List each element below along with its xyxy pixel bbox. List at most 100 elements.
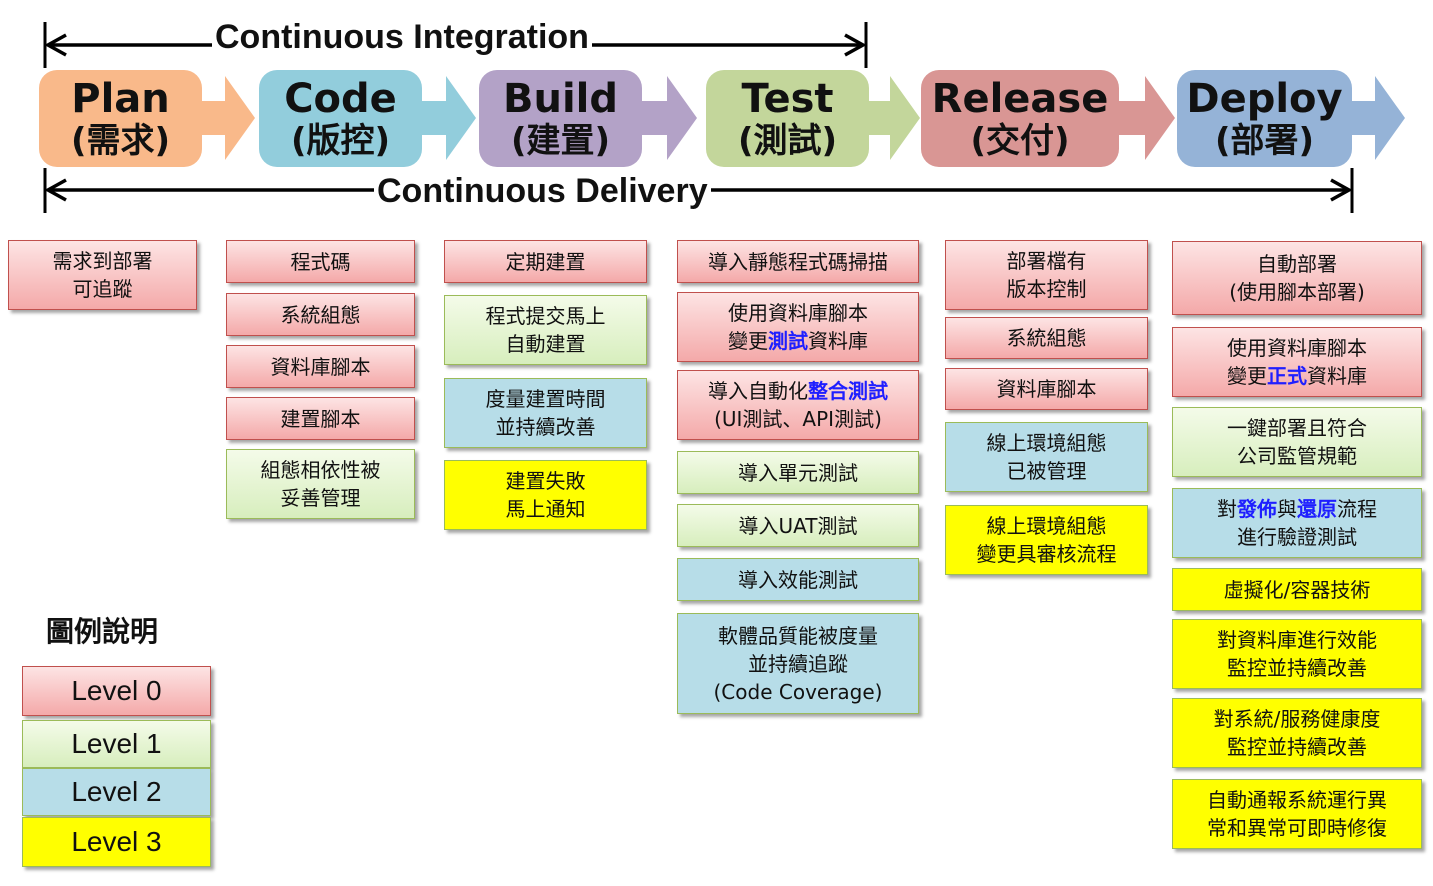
practice-line: 建置腳本 xyxy=(280,406,361,431)
practice-line: 自動建置 xyxy=(505,332,586,356)
highlight-text: 正式 xyxy=(1267,364,1307,388)
practice-line: 可追蹤 xyxy=(72,277,133,301)
practice-box: 自動部署 (使用腳本部署) xyxy=(1172,241,1422,315)
practice-line: 度量建置時間 xyxy=(485,387,606,411)
legend-level-0: Level 0 xyxy=(22,666,211,716)
practice-box: 對發佈與還原流程進行驗證測試 xyxy=(1172,488,1422,558)
practice-box: 系統組態 xyxy=(226,293,415,336)
practice-line: 已被管理 xyxy=(1006,459,1087,483)
practice-line: 變更具審核流程 xyxy=(976,542,1117,566)
practice-box: 線上環境組態變更具審核流程 xyxy=(945,505,1148,575)
practice-box: 使用資料庫腳本變更正式資料庫 xyxy=(1172,327,1422,397)
practice-box: 程式碼 xyxy=(226,240,415,283)
practice-line: 系統組態 xyxy=(280,302,361,327)
phase-code-title: Code xyxy=(284,75,397,122)
practice-line: 進行驗證測試 xyxy=(1237,525,1357,549)
practice-box: 導入單元測試 xyxy=(677,451,919,494)
practice-box: 建置失敗馬上通知 xyxy=(444,460,647,530)
practice-line: 線上環境組態 xyxy=(986,431,1107,455)
practice-line: 部署檔有 xyxy=(1006,249,1087,273)
practice-line: 對系統/服務健康度 xyxy=(1213,707,1381,731)
legend-level-2: Level 2 xyxy=(22,768,211,816)
phase-deploy-title: Deploy xyxy=(1186,75,1343,122)
practice-line: 使用資料庫腳本 xyxy=(728,301,868,325)
highlight-text: 整合測試 xyxy=(808,379,888,403)
practice-line: (使用腳本部署) xyxy=(1229,280,1365,304)
practice-line: 導入UAT測試 xyxy=(738,513,858,538)
phase-release: Release (交付) xyxy=(921,70,1119,167)
highlight-text: 發佈 xyxy=(1237,497,1277,521)
legend-level-1: Level 1 xyxy=(22,720,211,768)
practice-box: 軟體品質能被度量並持續追蹤 (Code Coverage) xyxy=(677,613,919,714)
practice-line: 監控並持續改善 xyxy=(1227,656,1367,680)
practice-box: 程式提交馬上自動建置 xyxy=(444,295,647,365)
practice-line: 公司監管規範 xyxy=(1237,444,1357,468)
phase-arrow-test xyxy=(865,76,920,160)
practice-line: 馬上通知 xyxy=(505,497,586,521)
phase-arrow-build xyxy=(638,76,697,160)
practice-box: 度量建置時間並持續改善 xyxy=(444,378,647,448)
practice-box: 資料庫腳本 xyxy=(945,368,1148,410)
practice-line: 並持續追蹤 xyxy=(748,651,848,676)
practice-box: 建置腳本 xyxy=(226,397,415,440)
practice-line: 資料庫腳本 xyxy=(996,377,1097,401)
phase-arrow-plan xyxy=(198,76,255,160)
phase-release-subtitle: (交付) xyxy=(970,120,1070,161)
practice-line: 常和異常可即時修復 xyxy=(1207,816,1387,840)
highlight-text: 還原 xyxy=(1297,497,1337,521)
legend-title: 圖例說明 xyxy=(46,615,159,648)
phase-build-subtitle: (建置) xyxy=(510,120,611,161)
phase-test-subtitle: (測試) xyxy=(737,120,838,161)
practice-box: 使用資料庫腳本變更測試資料庫 xyxy=(677,292,919,362)
practice-box: 組態相依性被妥善管理 xyxy=(226,449,415,519)
practice-line: 並持續改善 xyxy=(495,415,596,439)
practice-line: 程式碼 xyxy=(290,249,351,274)
legend-level-3: Level 3 xyxy=(22,817,211,867)
phase-build: Build (建置) xyxy=(479,70,642,167)
practice-box: 系統組態 xyxy=(945,317,1148,359)
practice-line: 線上環境組態 xyxy=(986,514,1107,538)
phase-build-title: Build xyxy=(502,75,619,122)
practice-line: 監控並持續改善 xyxy=(1227,735,1367,759)
phase-arrow-deploy xyxy=(1348,76,1405,160)
practice-line: 虛擬化/容器技術 xyxy=(1223,577,1371,602)
practice-line: 需求到部署 xyxy=(52,249,153,273)
phase-test-title: Test xyxy=(741,75,834,122)
practice-line: 變更正式資料庫 xyxy=(1227,364,1367,388)
practice-box: 導入靜態程式碼掃描 xyxy=(677,240,919,283)
phase-plan-subtitle: (需求) xyxy=(70,120,171,161)
practice-box: 導入自動化整合測試 (UI測試、API測試) xyxy=(677,370,919,440)
practice-box: 一鍵部署且符合公司監管規範 xyxy=(1172,407,1422,477)
phase-arrow-release xyxy=(1115,76,1175,160)
practice-line: (UI測試、API測試) xyxy=(714,407,882,431)
practice-line: 導入單元測試 xyxy=(738,460,858,485)
phase-release-title: Release xyxy=(931,75,1109,122)
practice-box: 線上環境組態已被管理 xyxy=(945,422,1148,492)
practice-line: 對發佈與還原流程 xyxy=(1217,497,1377,521)
practice-box: 虛擬化/容器技術 xyxy=(1172,568,1422,611)
phase-code: Code (版控) xyxy=(259,70,422,167)
practice-line: 對資料庫進行效能 xyxy=(1217,628,1377,652)
phase-test: Test (測試) xyxy=(706,70,869,167)
continuous-integration-label: Continuous Integration xyxy=(212,20,592,54)
practice-line: 軟體品質能被度量 xyxy=(718,623,878,648)
practice-line: 導入效能測試 xyxy=(738,567,858,592)
practice-line: 變更測試資料庫 xyxy=(728,329,868,353)
practice-line: 系統組態 xyxy=(1006,326,1087,350)
practice-line: 版本控制 xyxy=(1006,277,1087,301)
practice-line: 定期建置 xyxy=(505,249,586,274)
practice-line: 妥善管理 xyxy=(280,486,361,510)
practice-box: 自動通報系統運行異常和異常可即時修復 xyxy=(1172,779,1422,849)
practice-box: 資料庫腳本 xyxy=(226,345,415,388)
practice-box: 對資料庫進行效能監控並持續改善 xyxy=(1172,619,1422,689)
continuous-delivery-label: Continuous Delivery xyxy=(374,174,711,208)
practice-box: 導入UAT測試 xyxy=(677,504,919,547)
practice-line: (Code Coverage) xyxy=(713,679,883,704)
practice-box: 定期建置 xyxy=(444,240,647,283)
practice-line: 導入自動化整合測試 xyxy=(708,379,888,403)
phase-plan-title: Plan xyxy=(71,75,170,122)
practice-line: 程式提交馬上 xyxy=(485,304,606,328)
practice-line: 自動部署 xyxy=(1257,252,1337,276)
practice-line: 導入靜態程式碼掃描 xyxy=(708,249,888,274)
practice-line: 使用資料庫腳本 xyxy=(1227,336,1367,360)
